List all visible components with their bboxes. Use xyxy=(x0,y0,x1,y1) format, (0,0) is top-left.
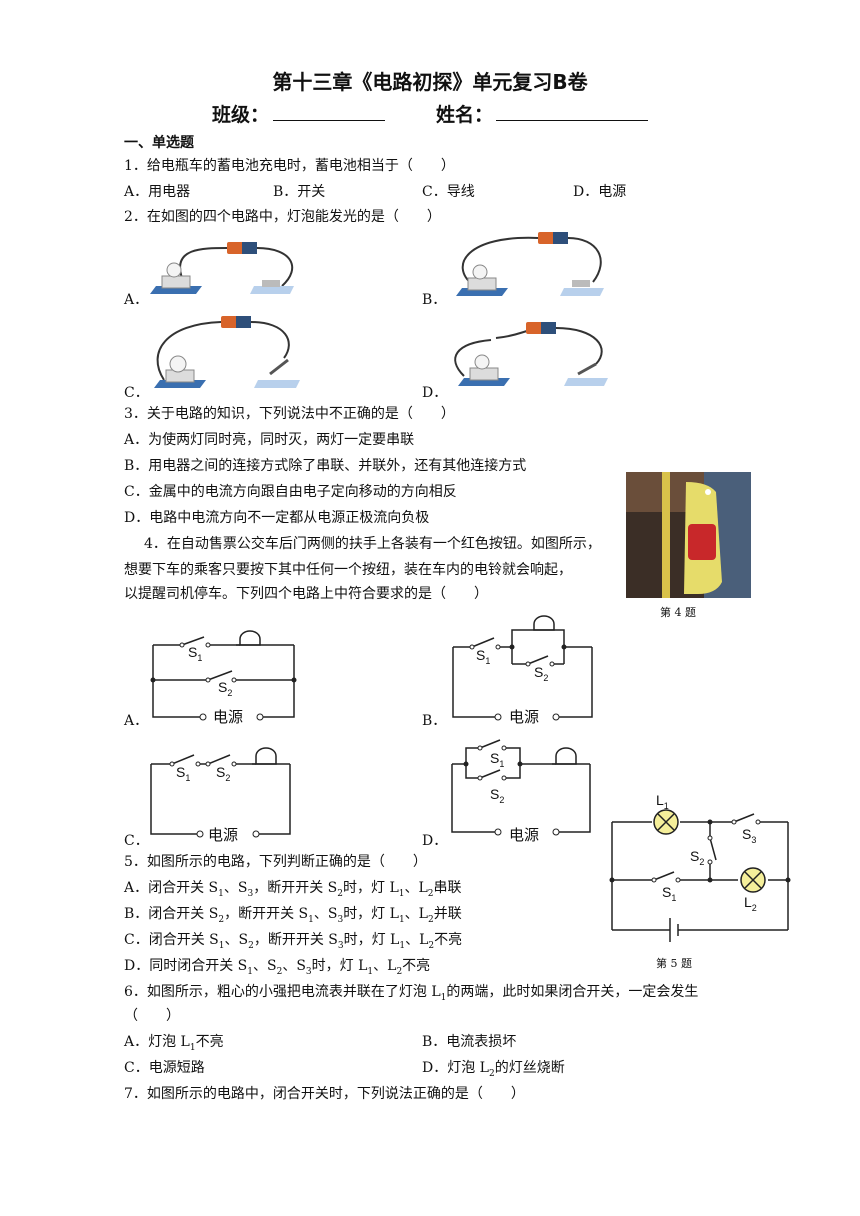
class-blank[interactable] xyxy=(273,120,385,121)
q4d-s1: S1 xyxy=(490,750,505,769)
q4-circuit-b xyxy=(452,615,593,721)
q2-label-a: A． xyxy=(124,292,149,308)
q5-l1: L1 xyxy=(656,792,669,811)
q2-circuit-a xyxy=(150,242,294,294)
q6-stem: 6．如图所示，粗心的小强把电流表并联在了灯泡 L1的两端，此时如果闭合开关，一定… xyxy=(124,984,699,1003)
q5-option-b: B．闭合开关 S2，断开开关 S1、S3时，灯 L1、L2并联 xyxy=(124,906,462,925)
q4-stem-3: 以提醒司机停车。下列四个电路上中符合要求的是（ ） xyxy=(124,586,488,602)
q3-option-a: A．为使两灯同时亮，同时灭，两灯一定要串联 xyxy=(124,432,415,448)
q4b-s2: S2 xyxy=(534,664,549,683)
q7-stem: 7．如图所示的电路中，闭合开关时，下列说法正确的是（ ） xyxy=(124,1086,525,1102)
q5-s1: S1 xyxy=(662,884,677,903)
section-heading: 一、单选题 xyxy=(124,135,194,151)
q5-option-d: D．同时闭合开关 S1、S2、S3时，灯 L1、L2不亮 xyxy=(124,958,431,977)
q5-caption: 第 5 题 xyxy=(656,957,692,970)
q3-option-b: B．用电器之间的连接方式除了串联、并联外，还有其他连接方式 xyxy=(124,458,527,474)
q1-option-b: B．开关 xyxy=(273,184,326,200)
q5-option-a: A．闭合开关 S1、S3，断开开关 S2时，灯 L1、L2串联 xyxy=(124,880,462,899)
q4a-s1: S1 xyxy=(188,644,203,663)
q4-label-c: C． xyxy=(124,833,149,849)
q4-photo xyxy=(626,472,751,598)
q4d-s2: S2 xyxy=(490,786,505,805)
q5-option-c: C．闭合开关 S1、S2，断开开关 S3时，灯 L1、L2不亮 xyxy=(124,932,463,951)
q6-option-b: B．电流表损坏 xyxy=(422,1034,517,1050)
q4-stem-2: 想要下车的乘客只要按下其中任何一个按纽，装在车内的电铃就会响起， xyxy=(124,562,572,578)
q5-stem: 5．如图所示的电路，下列判断正确的是（ ） xyxy=(124,854,427,870)
q4-label-d: D． xyxy=(422,833,448,849)
page-title: 第十三章《电路初探》单元复习B卷 xyxy=(272,70,588,94)
q4-circuit-c xyxy=(150,747,291,838)
q4-stem-1: 4．在自动售票公交车后门两侧的扶手上各装有一个红色按钮。如图所示， xyxy=(144,536,601,552)
q4-circuit-d xyxy=(451,739,591,836)
q1-option-c: C．导线 xyxy=(422,184,475,200)
q2-label-b: B． xyxy=(422,292,447,308)
q4a-power: 电源 xyxy=(213,708,244,726)
name-label: 姓名： xyxy=(436,104,494,126)
q4c-power: 电源 xyxy=(208,826,239,844)
q1-option-d: D．电源 xyxy=(573,184,627,200)
q5-s2: S2 xyxy=(690,848,705,867)
q4c-s2: S2 xyxy=(216,764,231,783)
q2-circuit-b xyxy=(456,232,604,296)
q2-stem: 2．在如图的四个电路中，灯泡能发光的是（ ） xyxy=(124,209,441,225)
q4-circuit-a xyxy=(150,630,297,721)
q2-label-d: D． xyxy=(422,385,448,401)
q3-stem: 3．关于电路的知识，下列说法中不正确的是（ ） xyxy=(124,406,455,422)
q1-option-a: A．用电器 xyxy=(124,184,191,200)
q4-label-a: A． xyxy=(124,713,149,729)
q4-caption: 第 4 题 xyxy=(660,606,696,619)
q3-option-d: D．电路中电流方向不一定都从电源正极流向负极 xyxy=(124,510,430,526)
q6-option-a: A．灯泡 L1不亮 xyxy=(124,1034,224,1053)
q4d-power: 电源 xyxy=(509,826,540,844)
q4b-power: 电源 xyxy=(509,708,540,726)
q5-circuit xyxy=(609,809,791,942)
q5-s3: S3 xyxy=(742,826,757,845)
q4a-s2: S2 xyxy=(218,679,233,698)
class-label: 班级： xyxy=(212,104,270,126)
q6-option-d: D．灯泡 L2的灯丝烧断 xyxy=(422,1060,565,1079)
q2-circuit-c xyxy=(154,316,300,388)
q6-paren: （ ） xyxy=(124,1008,180,1024)
q4b-s1: S1 xyxy=(476,647,491,666)
name-blank[interactable] xyxy=(496,120,648,121)
q2-label-c: C． xyxy=(124,385,149,401)
q6-option-c: C．电源短路 xyxy=(124,1060,205,1076)
q2-circuit-d xyxy=(454,322,608,386)
q4c-s1: S1 xyxy=(176,764,191,783)
q1-stem: 1．给电瓶车的蓄电池充电时，蓄电池相当于（ ） xyxy=(124,158,455,174)
q4-label-b: B． xyxy=(422,713,447,729)
q5-l2: L2 xyxy=(744,894,757,913)
q3-option-c: C．金属中的电流方向跟自由电子定向移动的方向相反 xyxy=(124,484,457,500)
